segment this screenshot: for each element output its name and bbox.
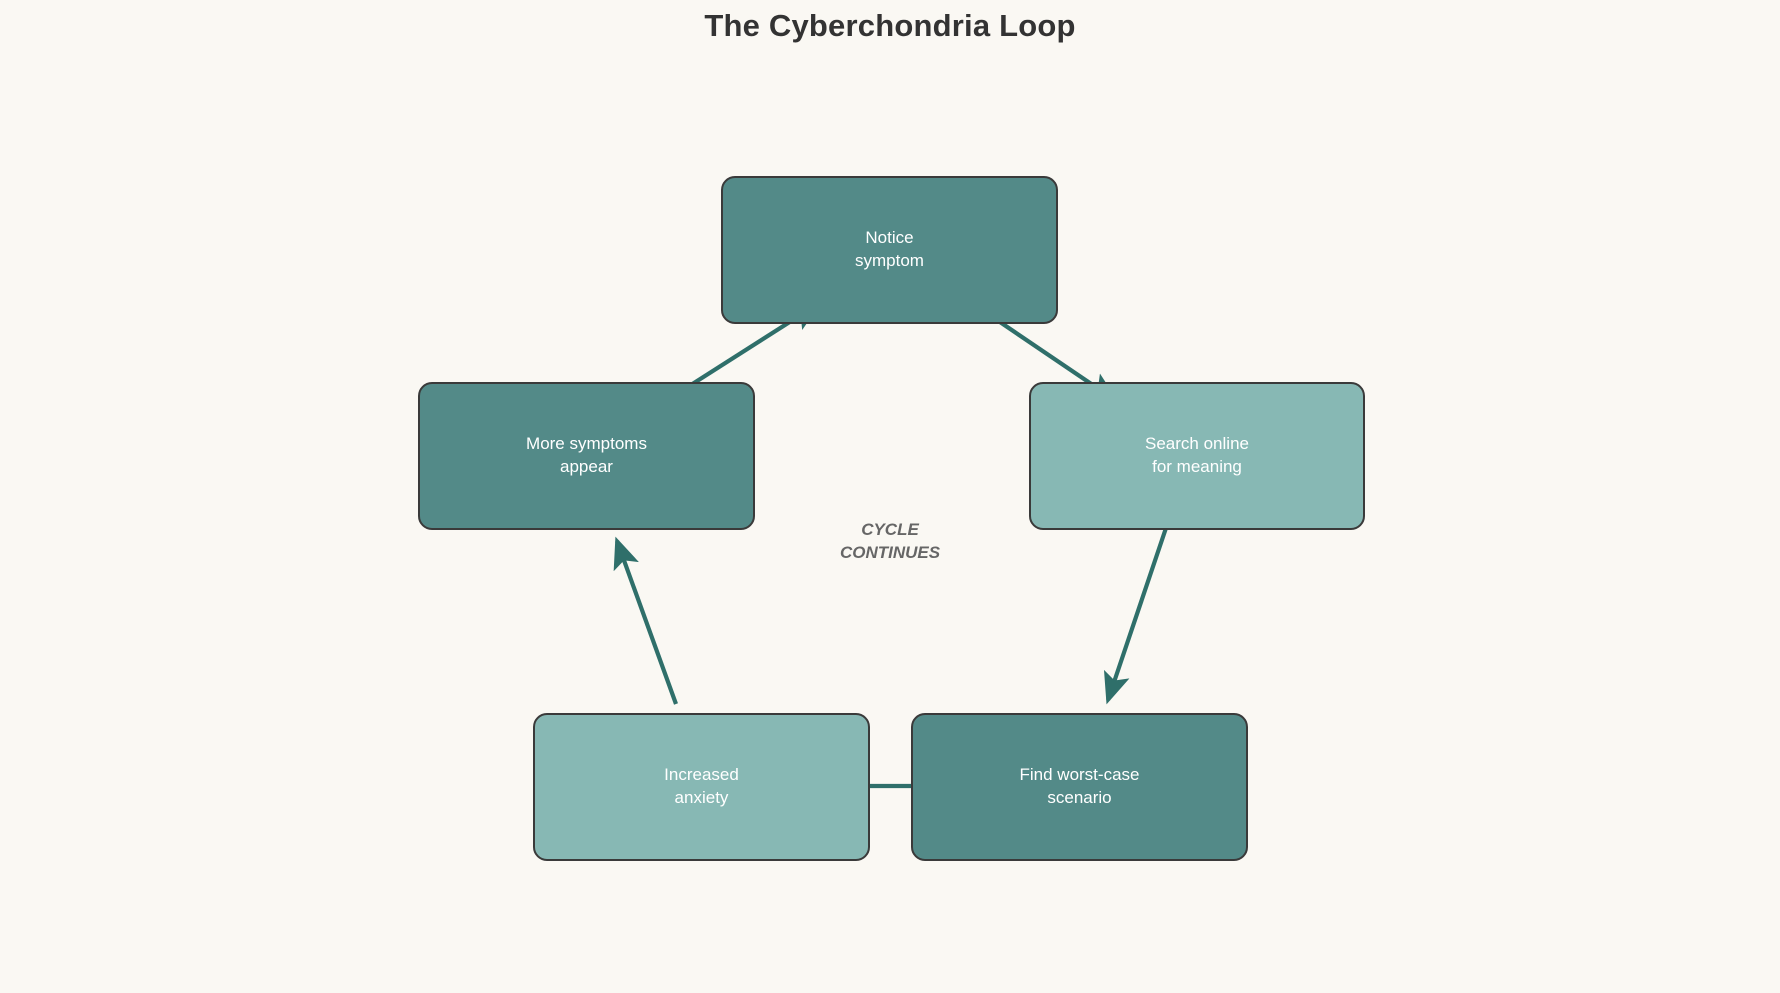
node-label: Notice symptom: [855, 227, 924, 273]
node-label-line2: symptom: [855, 251, 924, 270]
node-label: Find worst-case scenario: [1020, 764, 1140, 810]
node-label-line2: appear: [560, 457, 613, 476]
edge-anxiety-to-more: [613, 536, 678, 705]
node-label-line1: Find worst-case: [1019, 765, 1140, 785]
node-label: Increased anxiety: [664, 764, 739, 810]
node-increased-anxiety[interactable]: Increased anxiety: [533, 713, 870, 861]
cycle-label-line1: CYCLE: [861, 520, 919, 539]
node-label-line1: More symptoms: [526, 434, 647, 454]
node-label-line1: Notice: [865, 228, 914, 248]
page-title: The Cyberchondria Loop: [704, 8, 1076, 43]
edge-search-to-worst: [1103, 527, 1168, 705]
node-label-line2: scenario: [1047, 788, 1112, 807]
node-notice-symptom[interactable]: Notice symptom: [721, 176, 1058, 324]
cycle-label-line2: CONTINUES: [839, 542, 941, 562]
node-label-line1: Increased: [664, 765, 739, 785]
node-label-line2: for meaning: [1152, 457, 1242, 476]
node-find-worst-case[interactable]: Find worst-case scenario: [911, 713, 1248, 861]
node-label: More symptoms appear: [526, 433, 647, 479]
node-more-symptoms[interactable]: More symptoms appear: [418, 382, 755, 530]
node-label-line1: Search online: [1145, 434, 1249, 454]
cycle-continues-label: CYCLE CONTINUES: [806, 519, 974, 564]
node-label-line2: anxiety: [674, 788, 729, 807]
node-label: Search online for meaning: [1145, 433, 1249, 479]
node-search-online[interactable]: Search online for meaning: [1029, 382, 1365, 530]
